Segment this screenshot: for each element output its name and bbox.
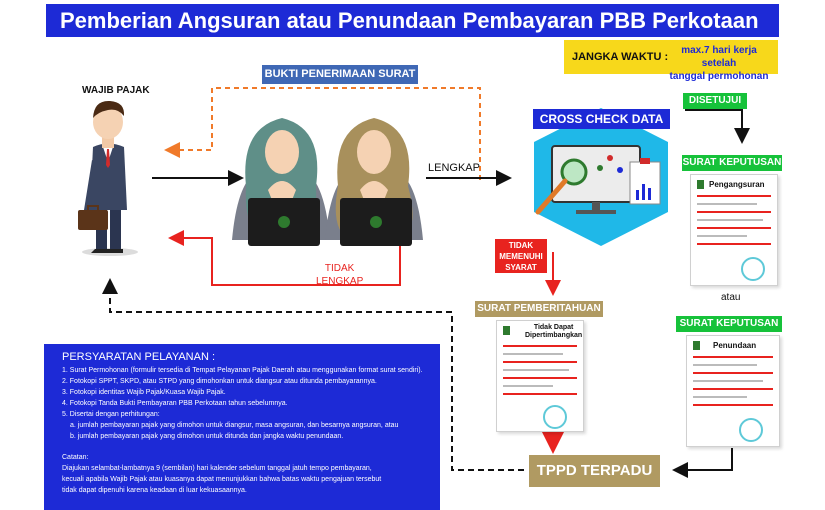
emblem-icon: [697, 180, 704, 189]
surat-keputusan-2-label: SURAT KEPUTUSAN: [676, 316, 782, 332]
seal-icon: [741, 257, 765, 281]
bukti-penerimaan-label: BUKTI PENERIMAAN SURAT: [262, 65, 418, 84]
requirement-item: 5. Disertai dengan perhitungan:: [62, 411, 160, 418]
catatan-line: Diajukan selambat-lambatnya 9 (sembilan)…: [62, 465, 372, 472]
atau-label: atau: [721, 292, 741, 303]
pemberitahuan-title-line2: Dipertimbangkan: [525, 332, 583, 339]
pemberitahuan-document: Tidak Dapat Dipertimbangkan: [496, 320, 584, 432]
disetujui-label: DISETUJUI: [683, 93, 747, 109]
cross-check-data-label: CROSS CHECK DATA: [533, 109, 670, 129]
tms-line3: SYARAT: [505, 263, 537, 272]
requirement-item: 3. Fotokopi identitas Wajib Pajak/Kuasa …: [62, 389, 226, 396]
pengangsuran-document: Pengangsuran: [690, 174, 778, 286]
penundaan-document: Penundaan: [686, 335, 780, 447]
catatan-line: kecuali apabila Wajib Pajak atau kuasany…: [62, 476, 382, 483]
tidak-lengkap-line1: TIDAK: [324, 263, 355, 274]
emblem-icon: [693, 341, 700, 350]
surat-keputusan-1-label: SURAT KEPUTUSAN: [682, 155, 782, 171]
tppd-terpadu-label: TPPD TERPADU: [529, 455, 660, 487]
tms-line1: TIDAK: [508, 241, 534, 250]
cross-check-hexagon-icon: [534, 108, 668, 246]
lengkap-label: LENGKAP: [428, 162, 480, 174]
tidak-lengkap-line2: LENGKAP: [316, 276, 364, 287]
officer-2-icon: [325, 118, 423, 246]
pengangsuran-doc-title: Pengangsuran: [709, 180, 765, 189]
catatan-label: Catatan:: [62, 454, 89, 461]
jangka-waktu-line2: tanggal permohonan: [669, 71, 769, 82]
penundaan-doc-title: Penundaan: [713, 341, 757, 350]
persyaratan-heading: PERSYARATAN PELAYANAN :: [62, 351, 216, 363]
requirement-sub-item: b. jumlah pembayaran pajak yang dimohon …: [70, 433, 344, 440]
jangka-waktu-box: JANGKA WAKTU : max.7 hari kerja setelah …: [564, 40, 778, 82]
tidak-lengkap-label: TIDAK LENGKAP: [316, 262, 363, 288]
wajib-pajak-label: WAJIB PAJAK: [82, 85, 150, 96]
seal-icon: [739, 418, 763, 442]
requirement-item: 4. Fotokopi Tanda Bukti Pembayaran PBB P…: [62, 400, 288, 407]
jangka-waktu-line1: max.7 hari kerja setelah: [681, 45, 757, 69]
persyaratan-panel: PERSYARATAN PELAYANAN : 1. Surat Permoho…: [44, 344, 440, 510]
catatan-line: tidak dapat dipenuhi karena keadaan di l…: [62, 487, 247, 494]
requirement-item: 1. Surat Permohonan (formulir tersedia d…: [62, 367, 423, 374]
emblem-icon: [503, 326, 510, 335]
page-title: Pemberian Angsuran atau Penundaan Pembay…: [46, 4, 779, 37]
requirement-sub-item: a. jumlah pembayaran pajak yang dimohon …: [70, 422, 399, 429]
officer-1-icon: [232, 118, 330, 246]
seal-icon: [543, 405, 567, 429]
pemberitahuan-doc-title: Tidak Dapat Dipertimbangkan: [525, 324, 582, 340]
jangka-waktu-label: JANGKA WAKTU :: [572, 51, 669, 63]
requirement-item: 2. Fotokopi SPPT, SKPD, atau STPD yang d…: [62, 378, 377, 385]
tms-line2: MEMENUHI: [499, 252, 543, 261]
tidak-memenuhi-syarat-label: TIDAK MEMENUHI SYARAT: [495, 239, 547, 273]
pemberitahuan-title-line1: Tidak Dapat: [533, 324, 574, 331]
jangka-waktu-value: max.7 hari kerja setelah tanggal permoho…: [664, 44, 774, 83]
taxpayer-figure-icon: [78, 100, 138, 256]
surat-pemberitahuan-label: SURAT PEMBERITAHUAN: [475, 301, 603, 317]
